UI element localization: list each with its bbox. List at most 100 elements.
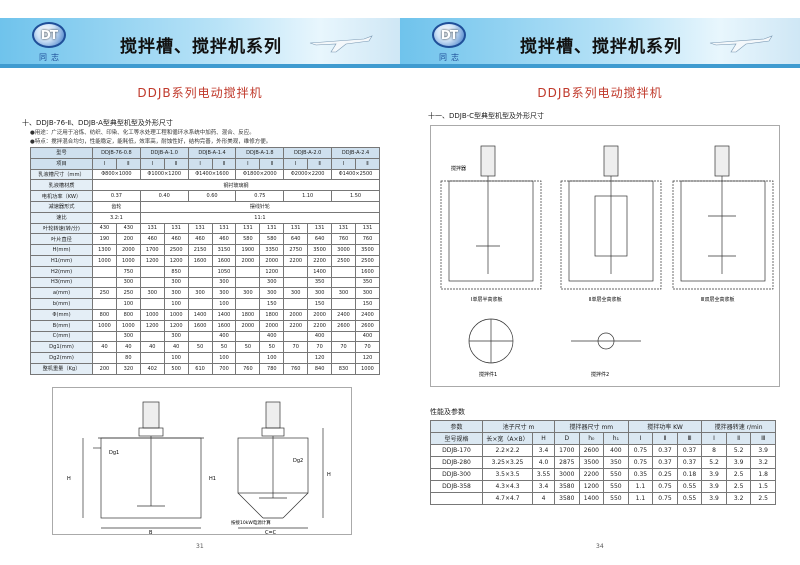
row-label: Φ(mm) (30, 308, 93, 321)
row-label: Dg1(mm) (30, 341, 93, 354)
table-cell: 100 (259, 352, 285, 364)
table-cell: 1600 (211, 319, 237, 332)
table-cell: 430 (115, 222, 141, 235)
table-cell: 5.2 (725, 444, 752, 457)
table-cell (92, 276, 117, 289)
table-cell: 钢衬玻璃钢 (92, 179, 380, 192)
row-label: 乳液槽尺寸（mm） (30, 168, 93, 181)
label-dg1: Dg1 (109, 450, 119, 456)
table-cell: 3.2:1 (92, 211, 141, 224)
table-cell: 300 (115, 276, 141, 289)
model-cell: DDJB-170 (430, 444, 483, 457)
table-cell: 1400 (211, 308, 237, 321)
table-cell: 300 (163, 330, 189, 343)
perf-h-pool: 池子尺寸 m (481, 420, 556, 433)
perf-h-h: H (531, 432, 556, 445)
company-logo: DT (32, 22, 66, 48)
table-cell (331, 298, 356, 310)
row-label: b(mm) (30, 298, 93, 310)
logo-subtitle: 同志 (439, 53, 463, 62)
table-cell: 760 (331, 233, 356, 246)
table-cell: 840 (307, 362, 333, 375)
table-cell (92, 265, 117, 278)
table-cell: 402 (139, 362, 165, 375)
row-label: 速比 (30, 211, 93, 224)
caption-2: Ⅱ单层全高浆板 (589, 296, 621, 303)
table-cell: 350 (307, 276, 333, 289)
table-cell: 0.75 (235, 190, 285, 202)
table-cell: 50 (259, 341, 285, 354)
table-cell: Φ1800×2000 (235, 168, 285, 181)
left-page: DT 同志 搅拌槽、搅拌机系列 DDJB系列电动搅拌机 十、DDJB-76-Ⅱ、… (0, 18, 400, 550)
table-cell: Φ800×1000 (92, 168, 141, 181)
row-label: C(mm) (30, 330, 93, 343)
table-cell: 131 (211, 222, 237, 235)
table-cell: 131 (235, 222, 261, 235)
table-cell: 190 (92, 233, 117, 246)
table-cell: 1700 (139, 244, 165, 256)
table-cell: 300 (259, 287, 285, 300)
table-cell: 131 (259, 222, 285, 235)
table-cell: 400 (603, 444, 629, 457)
table-cell: 460 (211, 233, 237, 246)
table-cell (235, 276, 261, 289)
table-cell: 3.9 (725, 456, 752, 469)
table-cell (283, 276, 309, 289)
table-cell: 4.0 (531, 456, 556, 469)
table-cell: 1600 (354, 265, 381, 278)
perf-h-lw: 长×宽（A×B） (482, 432, 533, 445)
table-cell: 50 (211, 341, 237, 354)
row-label: a(mm) (30, 287, 93, 300)
table-cell: 800 (115, 308, 141, 321)
row-label: 乳液槽材质 (30, 179, 93, 192)
table-cell: 0.35 (627, 468, 654, 481)
table-cell: 131 (139, 222, 165, 235)
table-cell: 3.2 (725, 492, 752, 505)
table-cell: 460 (139, 233, 165, 246)
caption-1: Ⅰ单层半高浆板 (471, 296, 502, 303)
table-cell: 1400 (307, 265, 333, 278)
table-cell (331, 330, 356, 343)
row-label: 叶轮转速(转/分) (30, 222, 93, 235)
table-cell: 0.75 (652, 480, 678, 493)
table-cell: 50 (187, 341, 213, 354)
table-cell: 131 (187, 222, 213, 235)
table-cell (92, 352, 117, 364)
table-cell: 1700 (554, 444, 580, 457)
table-cell: 830 (331, 362, 356, 375)
table-cell: 2750 (283, 244, 309, 256)
table-cell: 4 (531, 492, 556, 505)
table-cell: 300 (115, 330, 141, 343)
model-cell (430, 492, 483, 505)
outline-drawing: H Dg1 H1 B Dg2 H C=C 按接10kW电源计算 (52, 387, 352, 536)
row-label: 减速器形式 (30, 200, 93, 213)
perf-h-ii: Ⅱ (652, 432, 678, 445)
model-cell: DDJB-280 (430, 456, 483, 469)
model-name: DDJB-A-1.0 (139, 147, 189, 159)
perf-h-speed: 搅拌器转速 r/min (701, 420, 776, 433)
table-cell: 2.5 (725, 480, 752, 493)
table-cell: 2.5 (725, 468, 752, 481)
table-cell: 300 (211, 276, 237, 289)
variant-ii: Ⅱ (115, 157, 141, 170)
table-cell: 1300 (92, 244, 117, 256)
table-cell: 70 (283, 341, 309, 354)
table-cell: 2.2×2.2 (482, 444, 533, 457)
row-label: Dg2(mm) (30, 352, 93, 364)
table-cell: 2200 (307, 254, 333, 267)
table-cell (187, 298, 213, 310)
table-cell: 3500 (578, 456, 605, 469)
table-cell (139, 330, 165, 343)
table-row: 减速器形式齿轮摆线针轮 (30, 200, 381, 213)
table-cell: 3350 (259, 244, 285, 256)
label-dg2: Dg2 (293, 458, 303, 464)
section-title: DDJB系列电动搅拌机 (537, 86, 663, 100)
label-cc: C=C (265, 530, 277, 536)
table-cell: 320 (115, 362, 141, 375)
